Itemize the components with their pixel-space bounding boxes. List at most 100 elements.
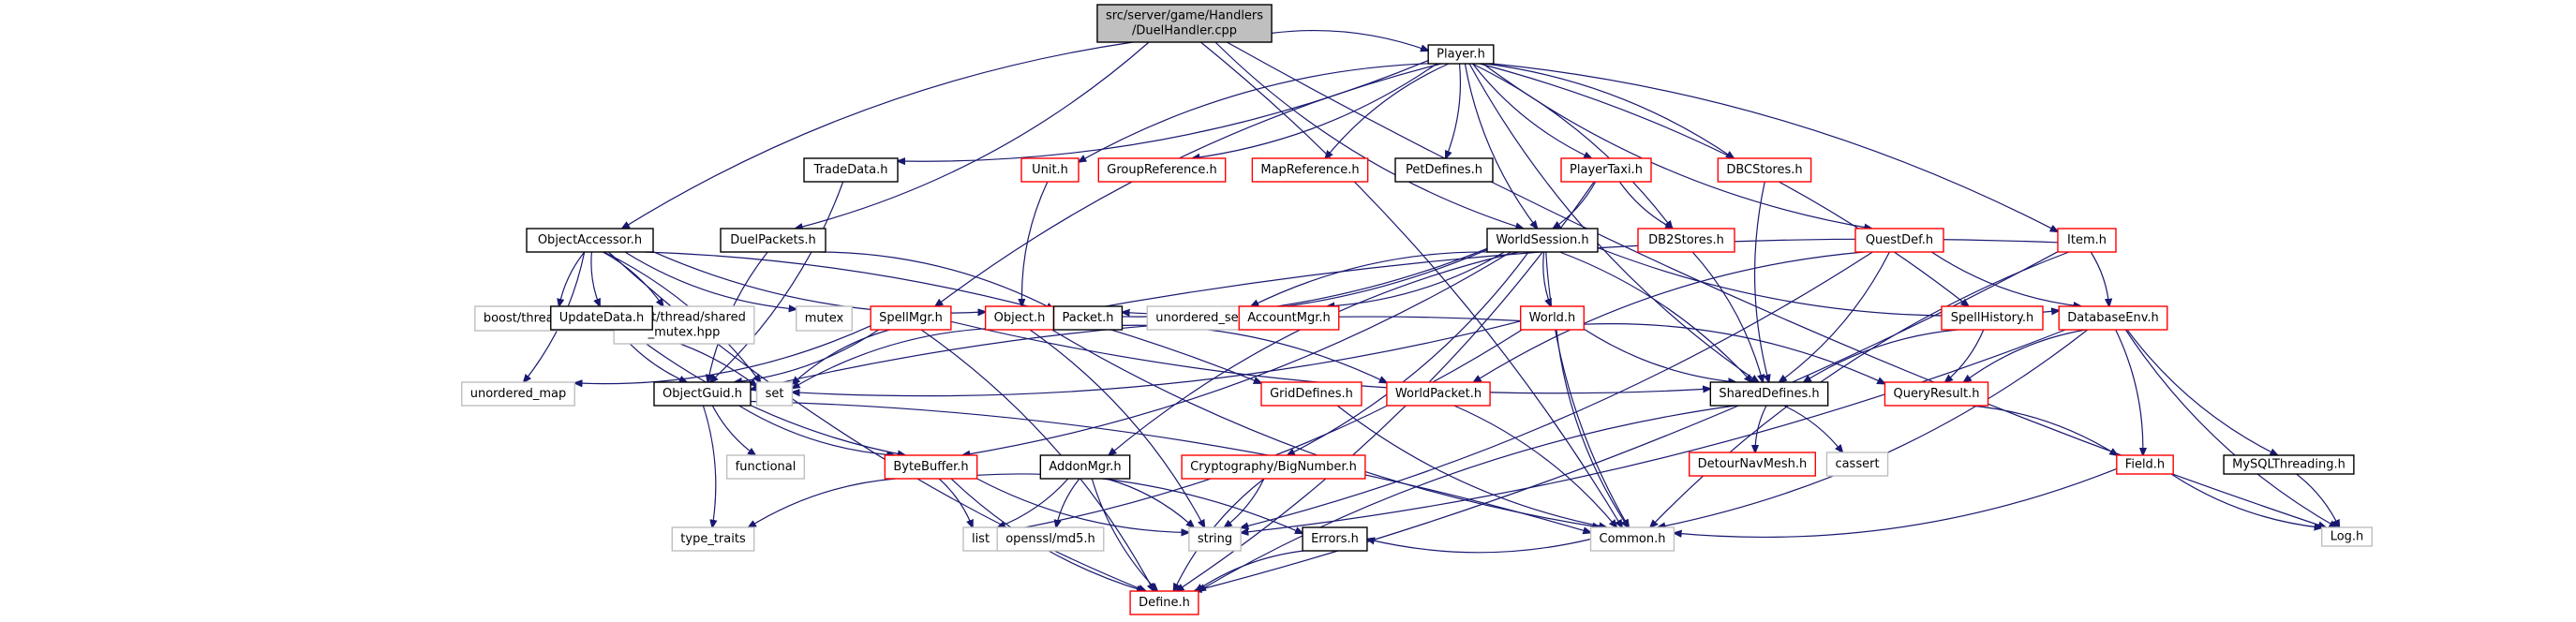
node-item[interactable]: Item.h — [2057, 228, 2117, 253]
edge-databaseenv-to-common — [1658, 329, 2089, 527]
node-unorderedset[interactable]: unordered_set — [1146, 305, 1253, 331]
edge-root-to-common — [1200, 41, 1622, 527]
edge-shareddefines-to-detour — [1755, 405, 1767, 452]
node-opensslmd5[interactable]: openssl/md5.h — [996, 526, 1105, 552]
node-box — [1302, 526, 1368, 552]
edge-bytebuffer-to-list — [938, 478, 973, 527]
node-errors[interactable]: Errors.h — [1302, 526, 1368, 552]
node-queryresult[interactable]: QueryResult.h — [1884, 381, 1989, 407]
node-db2stores[interactable]: DB2Stores.h — [1637, 228, 1735, 253]
node-label: mutex — [805, 312, 844, 326]
node-box — [1427, 44, 1495, 65]
edge-player-to-worldsession — [1464, 63, 1537, 229]
node-box — [526, 228, 654, 253]
node-box — [796, 305, 853, 332]
node-cassert[interactable]: cassert — [1825, 452, 1889, 477]
node-label: ObjectGuid.h — [663, 387, 742, 401]
node-box — [996, 526, 1105, 552]
node-unorderedmap[interactable]: unordered_map — [461, 381, 575, 407]
node-label: QueryResult.h — [1893, 387, 1979, 401]
node-define[interactable]: Define.h — [1129, 590, 1199, 615]
node-label: Unit.h — [1032, 163, 1068, 177]
node-box — [803, 157, 899, 183]
node-label: UpdateData.h — [559, 311, 645, 325]
node-log[interactable]: Log.h — [2321, 526, 2373, 547]
edge-worldsession-to-common — [1545, 251, 1629, 527]
node-label: unordered_map — [470, 387, 567, 401]
node-mysqlthreading[interactable]: MySQLThreading.h — [2223, 454, 2355, 475]
edge-common-to-errors — [1367, 540, 1591, 554]
node-databaseenv[interactable]: DatabaseEnv.h — [2058, 305, 2168, 331]
edge-objectguid-to-typetraits — [702, 405, 715, 527]
node-box — [1097, 157, 1227, 183]
node-packet[interactable]: Packet.h — [1052, 305, 1124, 331]
node-player[interactable]: Player.h — [1427, 44, 1495, 65]
node-duelpackets[interactable]: DuelPackets.h — [720, 228, 826, 253]
node-bignumber[interactable]: Cryptography/BigNumber.h — [1181, 454, 1366, 480]
edge-addonmgr-to-list — [998, 478, 1069, 527]
node-dbcstores[interactable]: DBCStores.h — [1717, 157, 1812, 183]
edge-dbcstores-to-shareddefines — [1753, 181, 1769, 382]
node-mapref[interactable]: MapReference.h — [1251, 157, 1369, 183]
edge-field-to-log — [2170, 473, 2322, 527]
node-spellmgr[interactable]: SpellMgr.h — [870, 305, 952, 331]
node-accountmgr[interactable]: AccountMgr.h — [1238, 305, 1340, 331]
node-world[interactable]: World.h — [1519, 305, 1586, 331]
edge-databaseenv-to-string — [1241, 329, 2066, 533]
node-box — [1146, 305, 1253, 331]
node-tradedata[interactable]: TradeData.h — [803, 157, 899, 183]
node-box — [1260, 381, 1362, 407]
edge-objectguid-to-common — [750, 400, 1591, 533]
node-box — [550, 305, 653, 331]
node-string[interactable]: string — [1188, 526, 1242, 552]
node-updatedata[interactable]: UpdateData.h — [550, 305, 653, 331]
node-objectguid[interactable]: ObjectGuid.h — [653, 381, 752, 407]
node-field[interactable]: Field.h — [2116, 454, 2174, 475]
node-typetraits[interactable]: type_traits — [671, 526, 755, 552]
node-list[interactable]: list — [962, 526, 999, 552]
node-bytebuffer[interactable]: ByteBuffer.h — [884, 454, 978, 480]
node-worldpacket[interactable]: WorldPacket.h — [1386, 381, 1491, 407]
node-label: WorldPacket.h — [1395, 387, 1482, 401]
edge-worldpacket-to-common — [1453, 405, 1617, 527]
node-functional[interactable]: functional — [725, 454, 806, 480]
node-spellhistory[interactable]: SpellHistory.h — [1941, 305, 2044, 331]
edge-player-to-petdefines — [1446, 63, 1462, 158]
edge-objectaccessor-to-boostlocks — [559, 251, 586, 306]
node-boostshared[interactable]: boost/thread/shared_mutex.hpp — [613, 305, 755, 345]
edge-world-to-common — [1556, 329, 1629, 527]
node-objectaccessor[interactable]: ObjectAccessor.h — [526, 228, 654, 253]
edge-object-to-set — [792, 328, 986, 389]
node-mutex[interactable]: mutex — [796, 305, 853, 332]
node-label: Define.h — [1139, 596, 1190, 610]
edge-item-to-define — [1194, 251, 2059, 591]
node-set[interactable]: set — [755, 381, 794, 407]
node-object[interactable]: Object.h — [984, 305, 1055, 331]
node-box — [962, 526, 999, 552]
edge-worldsession-to-shareddefines — [1559, 251, 1751, 382]
node-shareddefines[interactable]: SharedDefines.h — [1709, 381, 1829, 407]
edge-db2stores-to-shareddefines — [1691, 251, 1763, 382]
node-questdef[interactable]: QuestDef.h — [1854, 228, 1944, 253]
node-petdefines[interactable]: PetDefines.h — [1394, 157, 1494, 183]
node-detour[interactable]: DetourNavMesh.h — [1688, 452, 1817, 477]
node-playertaxi[interactable]: PlayerTaxi.h — [1560, 157, 1652, 183]
node-box — [1589, 526, 1675, 552]
node-griddefines[interactable]: GridDefines.h — [1260, 381, 1362, 407]
edge-spellmgr-to-unorderedmap — [574, 325, 871, 384]
edge-root-to-duelpackets — [796, 41, 1150, 229]
edge-object-to-string — [1029, 329, 1205, 527]
edge-questdef-to-shareddefines — [1779, 251, 1890, 382]
node-label: openssl/md5.h — [1005, 532, 1095, 546]
node-unit[interactable]: Unit.h — [1020, 157, 1080, 183]
node-root[interactable]: src/server/game/Handlers/DuelHandler.cpp — [1096, 4, 1273, 43]
edge-addonmgr-to-define — [1091, 478, 1157, 591]
edge-objectaccessor-to-updatedata — [590, 251, 600, 306]
edge-questdef-to-worldpacket — [1474, 251, 1865, 382]
node-label: GroupReference.h — [1107, 163, 1216, 177]
node-addonmgr[interactable]: AddonMgr.h — [1039, 454, 1131, 480]
node-worldsession[interactable]: WorldSession.h — [1486, 228, 1599, 253]
node-groupref[interactable]: GroupReference.h — [1097, 157, 1227, 183]
node-common[interactable]: Common.h — [1589, 526, 1675, 552]
